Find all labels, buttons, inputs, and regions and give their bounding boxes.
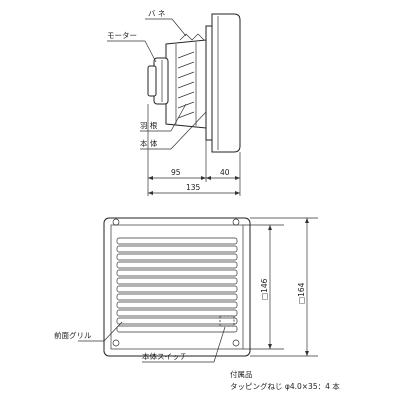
motor-cap [147,65,157,97]
dim-40-label: 40 [220,168,230,177]
label-body-switch: 本体スイッチ [142,351,187,361]
screw-hole-br [232,339,240,347]
accessories-note: 付属品 タッピングねじ φ4.0×35：4 本 [230,369,340,391]
accessories-title: 付属品 [230,369,253,379]
front-outer-frame [103,217,251,357]
screw-hole-tl [112,218,120,226]
screw-hole-tr [232,218,240,226]
screw-hole-bl [112,339,120,347]
dim-95-label: 95 [171,168,181,177]
body-switch [219,315,235,327]
label-front-grille: 前面グリル [54,330,92,340]
flange [205,25,213,141]
front-panel-outline [211,13,241,153]
dim-164: □164 [297,218,309,356]
dim-164-label: □164 [297,282,306,304]
label-body: 本 体 [140,138,158,148]
spring [179,33,205,41]
dim-146-label: □146 [260,278,269,300]
front-inner-frame [110,224,244,350]
label-spring: バ ネ [148,9,165,18]
front-view: 前面グリル 本体スイッチ □146 □164 [54,217,318,363]
label-motor: モーター [107,31,137,40]
blade-hatching [177,51,195,119]
dim-146: □146 [260,225,272,349]
dim-95: 95 [148,168,206,180]
label-blade: 羽 根 [140,120,158,130]
dim-40: 40 [206,168,240,180]
side-view: バ ネ モーター 羽 根 本 体 95 40 135 [107,9,241,196]
grille-slats [116,237,238,333]
accessories-detail: タッピングねじ φ4.0×35：4 本 [230,381,340,391]
dim-135: 135 [148,183,240,195]
dim-135-label: 135 [186,183,201,192]
